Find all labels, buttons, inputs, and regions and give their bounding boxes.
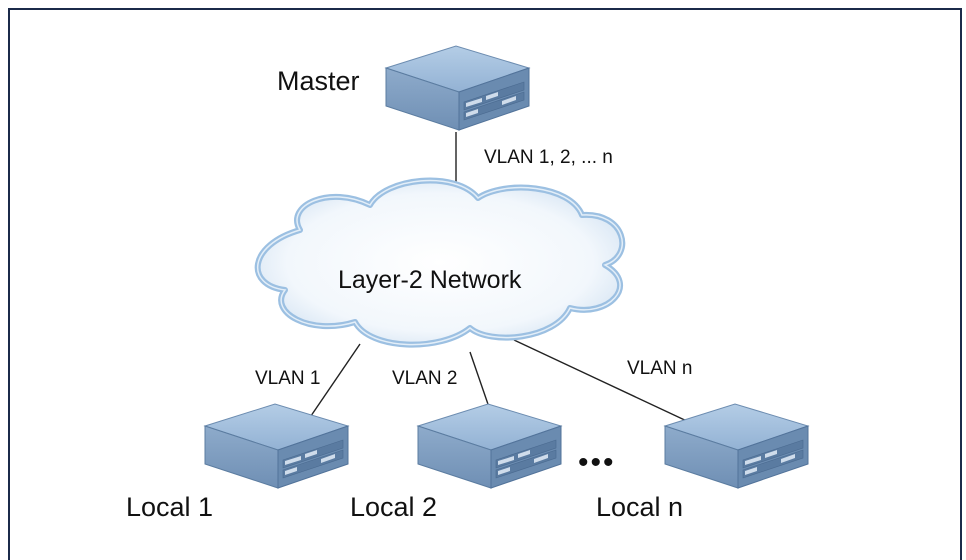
network-label: Layer-2 Network — [338, 266, 522, 294]
local-n-controller-icon — [664, 403, 809, 489]
local-n-label: Local n — [596, 492, 684, 522]
ellipsis-icon: ••• — [578, 446, 616, 479]
diagram-frame — [8, 8, 962, 560]
link-label-vlan-2: VLAN 2 — [392, 368, 458, 389]
link-label-vlan-n: VLAN n — [627, 358, 693, 379]
local-2-label: Local 2 — [350, 492, 438, 522]
local-1-label: Local 1 — [126, 492, 214, 522]
link-line-vlan-2 — [469, 351, 491, 411]
layer2-cloud-icon — [254, 177, 626, 348]
local-2-controller-icon — [417, 403, 562, 489]
master-label: Master — [277, 66, 360, 96]
master-controller-icon — [385, 45, 530, 131]
link-label-vlan-1: VLAN 1 — [255, 368, 321, 389]
link-line-vlan-n — [513, 339, 707, 431]
local-1-controller-icon — [204, 403, 349, 489]
trunk-vlan-label: VLAN 1, 2, ... n — [484, 147, 613, 168]
